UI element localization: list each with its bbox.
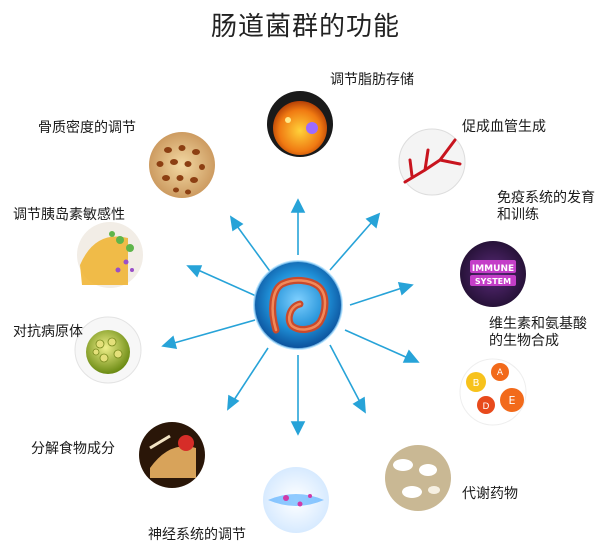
blood-vessel-icon [398,128,466,196]
food-icon [139,422,205,488]
insulin-cell-icon [77,222,143,288]
label-drug-metabolism: 代谢药物 [462,486,518,502]
arrow-group [161,198,420,436]
label-nervous-system: 神经系统的调节 [148,527,246,543]
bone-icon [149,132,215,198]
label-immune-system: 免疫系统的发育 和训练 [497,190,595,224]
label-pathogen-defense: 对抗病原体 [13,324,83,340]
label-vitamin-synthesis: 维生素和氨基酸 的生物合成 [489,316,587,350]
arrow-up-left [229,215,273,275]
vitamin-icon: B E D A [459,358,527,426]
immune-badge-line2: SYSTEM [475,277,511,286]
vitamin-d-label: D [483,402,490,412]
label-immune-line1: 免疫系统的发育 [497,190,595,206]
arrow-right-down [344,329,420,363]
arrow-left [186,265,257,297]
vitamin-e-label: E [509,394,516,407]
label-food-breakdown: 分解食物成分 [31,441,115,457]
label-vitamin-line2: 的生物合成 [489,333,559,349]
label-fat-storage: 调节脂肪存储 [330,72,414,88]
arrow-up [290,198,306,255]
neuron-icon [263,467,329,533]
arrow-right-up [349,282,414,306]
arrow-down [290,355,306,436]
fat-cell-icon [267,91,333,157]
vitamin-a-label: A [497,368,504,378]
label-bone-density: 骨质密度的调节 [38,120,136,136]
pill-icon [385,445,451,511]
immune-badge-line1: IMMUNE [472,264,514,274]
arrow-up-right [329,212,381,271]
immune-system-icon: IMMUNE SYSTEM [460,241,526,307]
virus-icon [74,316,142,384]
label-vitamin-line1: 维生素和氨基酸 [489,316,587,332]
label-immune-line2: 和训练 [497,207,539,223]
page-title: 肠道菌群的功能 [210,12,400,42]
label-insulin-sensitivity: 调节胰岛素敏感性 [13,207,125,223]
label-angiogenesis: 促成血管生成 [462,119,546,135]
arrow-left-down [161,319,256,349]
arrow-down-right [329,344,366,414]
vitamin-b-label: B [473,378,480,389]
center-intestine-icon [253,260,343,350]
arrow-down-left [227,347,269,411]
